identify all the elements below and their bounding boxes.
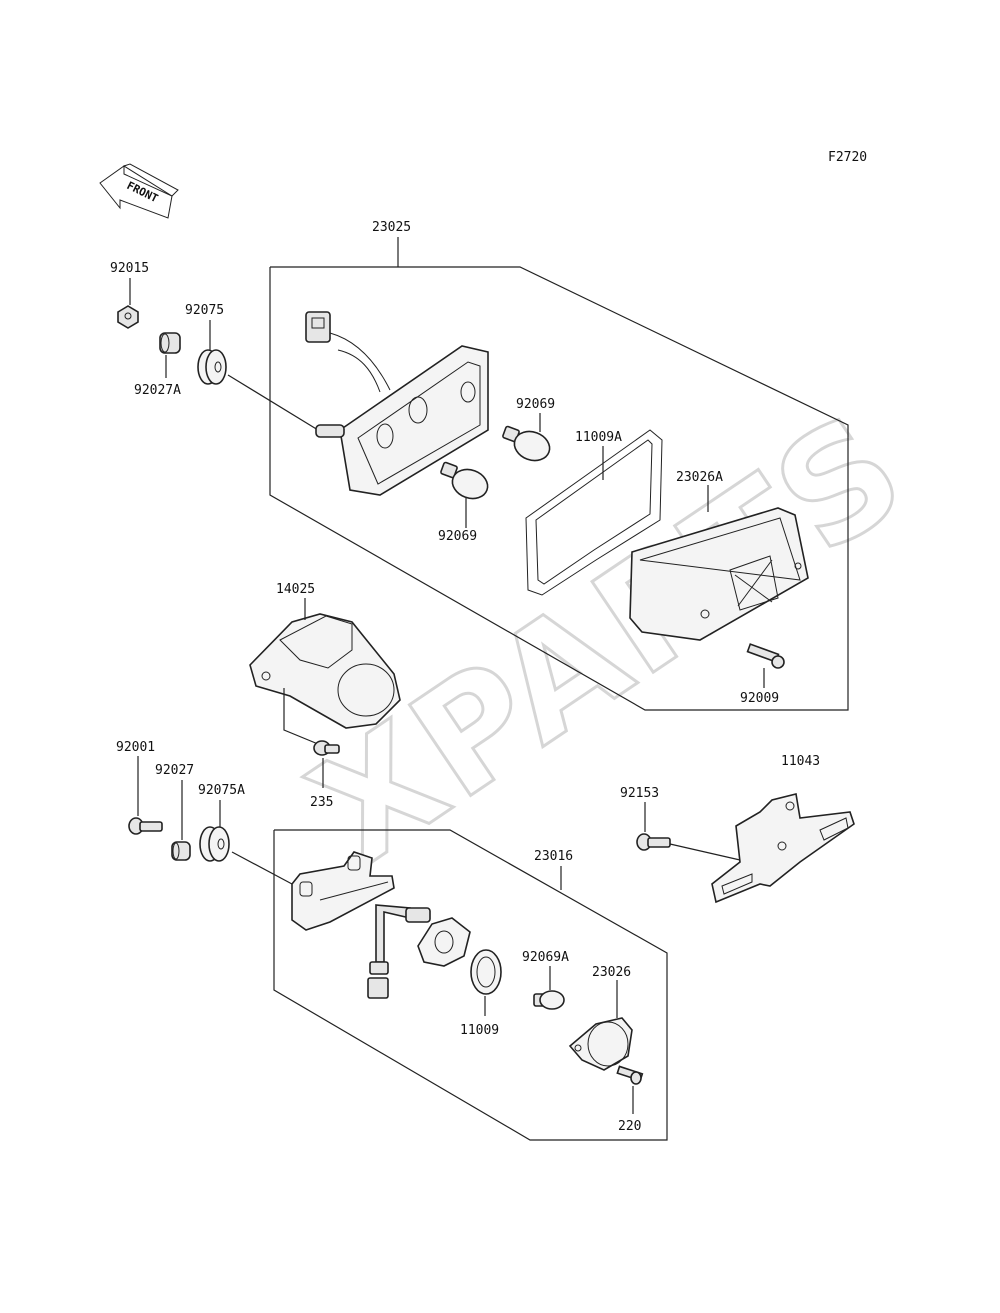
wire-socket xyxy=(367,904,431,999)
label-23026: 23026 xyxy=(592,965,631,980)
collar-92027: 92027 xyxy=(155,763,194,861)
cover-14025: 14025 xyxy=(249,582,401,745)
grommet-92075A: 92075A xyxy=(198,783,293,885)
label-23025: 23025 xyxy=(372,220,411,235)
license-light-bracket xyxy=(291,851,395,931)
assembly-23016: 23016 xyxy=(273,829,668,1141)
label-23026A: 23026A xyxy=(676,470,723,485)
collar-92027A: 92027A xyxy=(134,332,181,398)
label-92027A: 92027A xyxy=(134,383,181,398)
bulb-92069A: 92069A xyxy=(522,950,569,1010)
bolt-92001: 92001 xyxy=(116,740,163,835)
label-14025: 14025 xyxy=(276,582,315,597)
screw-220: 220 xyxy=(616,1065,644,1134)
label-92015: 92015 xyxy=(110,261,149,276)
label-92069-bottom: 92069 xyxy=(438,529,477,544)
label-11009: 11009 xyxy=(460,1023,499,1038)
bracket-11043: 11043 xyxy=(711,754,855,904)
label-220: 220 xyxy=(618,1119,641,1134)
label-92075A: 92075A xyxy=(198,783,245,798)
label-92009: 92009 xyxy=(740,691,779,706)
label-11009A: 11009A xyxy=(575,430,622,445)
label-92075: 92075 xyxy=(185,303,224,318)
label-92153: 92153 xyxy=(620,786,659,801)
gasket-11009: 11009 xyxy=(460,949,502,1038)
label-11043: 11043 xyxy=(781,754,820,769)
label-235: 235 xyxy=(310,795,333,810)
bulb-92069-bottom: 92069 xyxy=(438,461,489,544)
figure-code: F2720 xyxy=(828,150,867,165)
bolt-235: 235 xyxy=(310,740,340,810)
label-23016: 23016 xyxy=(534,849,573,864)
lamp-base xyxy=(417,917,471,967)
nut-92015: 92015 xyxy=(110,261,149,329)
screw-92009: 92009 xyxy=(740,643,785,706)
lens-23026: 23026 xyxy=(568,965,633,1071)
taillight-housing xyxy=(305,311,489,496)
lens-23026A: 23026A xyxy=(629,470,809,641)
label-92001: 92001 xyxy=(116,740,155,755)
front-arrow-icon: FRONT xyxy=(99,163,179,219)
gasket-11009A: 11009A xyxy=(525,429,663,596)
label-92069-top: 92069 xyxy=(516,397,555,412)
label-92027: 92027 xyxy=(155,763,194,778)
assembly-23025: 23025 xyxy=(269,220,849,711)
bolt-92153: 92153 xyxy=(620,786,741,861)
grommet-92075: 92075 xyxy=(185,303,319,431)
label-92069A: 92069A xyxy=(522,950,569,965)
bulb-92069-top: 92069 xyxy=(502,397,555,462)
